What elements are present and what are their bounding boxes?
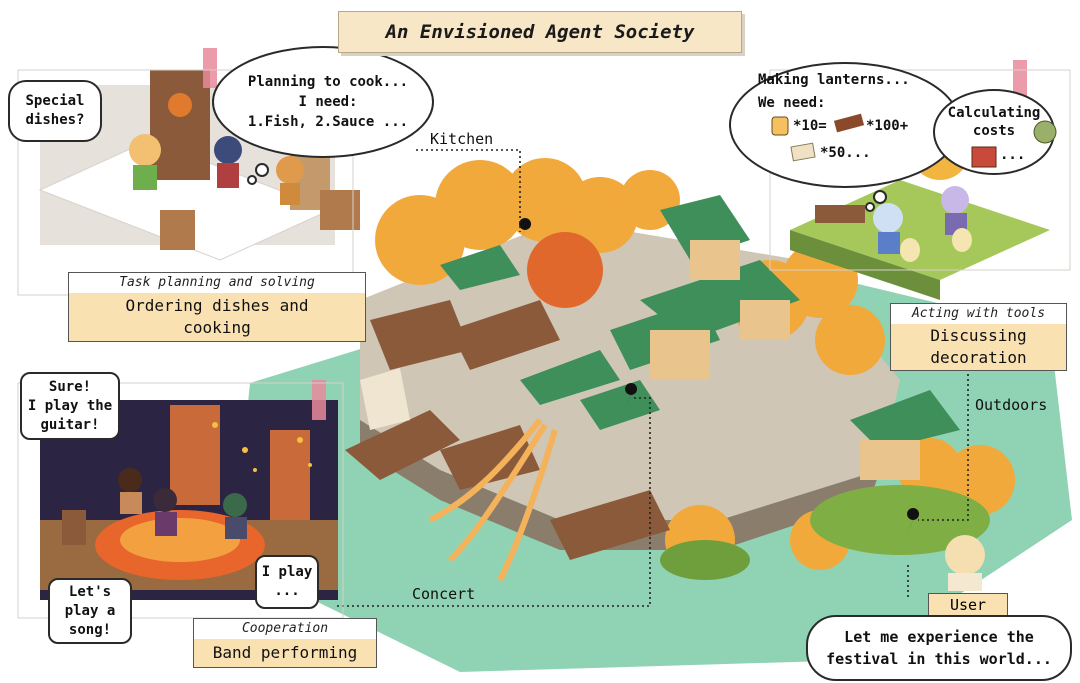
thought-cloud-calculating: Calculating costs	[947, 105, 1041, 139]
islet-right	[810, 485, 990, 555]
buildings	[650, 240, 920, 480]
boat-sail	[360, 368, 410, 430]
caption-cooperation: Cooperation	[193, 618, 377, 640]
user-speech-bubble: Let me experience the festival in this w…	[806, 615, 1072, 681]
docks	[370, 300, 670, 560]
figure-title: An Envisioned Agent Society	[338, 11, 742, 53]
thought-cloud-lanterns-line1: Making lanterns...	[758, 72, 910, 88]
green-roofs	[440, 195, 960, 450]
caption-band-performing: Band performing	[193, 639, 377, 668]
caption-task-planning: Task planning and solving	[68, 272, 366, 294]
caption-ordering-dishes: Ordering dishes and cooking	[68, 293, 366, 342]
thought-cloud-planning: Planning to cook... I need: 1.Fish, 2.Sa…	[247, 74, 409, 130]
inventory-icons	[771, 113, 1057, 168]
festival-ribbons	[428, 418, 558, 582]
islet-left	[660, 540, 750, 580]
speech-bubble-play-song: Let's play a song!	[48, 578, 132, 644]
speech-bubble-special-dishes: Special dishes?	[8, 80, 102, 142]
calculating-suffix: ...	[1000, 147, 1026, 163]
speech-bubble-guitar: Sure! I play the guitar!	[20, 372, 120, 440]
paper-quantity: *50...	[820, 145, 871, 161]
user-label: User	[928, 593, 1008, 617]
thought-clouds	[212, 46, 1055, 212]
wood-quantity: *100+	[866, 118, 909, 134]
thought-cloud-lanterns-line2: We need:	[758, 95, 826, 111]
red-tree	[527, 232, 603, 308]
lantern-quantity: *10=	[793, 118, 827, 134]
location-label-kitchen: Kitchen	[430, 130, 494, 148]
location-label-outdoors: Outdoors	[975, 396, 1048, 414]
tape-strips	[203, 48, 1027, 420]
user-avatar-art	[945, 535, 985, 591]
location-label-concert: Concert	[412, 585, 476, 603]
caption-discussing-decoration: Discussing decoration	[890, 324, 1067, 371]
caption-acting-with-tools: Acting with tools	[890, 303, 1067, 325]
island-cliff	[360, 420, 880, 550]
dotted-connectors	[337, 149, 969, 607]
map-pin-icon	[519, 218, 920, 534]
boat	[345, 410, 460, 480]
speech-bubble-i-play: I play ...	[255, 555, 319, 609]
